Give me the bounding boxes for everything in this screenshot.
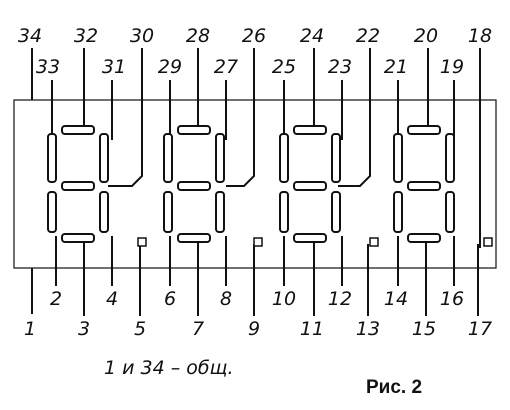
pin-label-27: 27 bbox=[214, 56, 238, 78]
bottom-pin-labels: 1 2 3 4 5 6 7 8 9 10 11 12 13 14 15 16 1… bbox=[24, 288, 492, 340]
pin-label-18: 18 bbox=[468, 25, 492, 47]
segment-b bbox=[445, 133, 455, 183]
lead-pin-30 bbox=[108, 48, 143, 187]
decimal-point bbox=[483, 237, 493, 247]
common-pins-caption: 1 и 34 – общ. bbox=[104, 357, 234, 379]
segment-f bbox=[279, 133, 289, 183]
pin-label-25: 25 bbox=[272, 56, 296, 78]
pin-label-3: 3 bbox=[78, 318, 90, 340]
segment-f bbox=[393, 133, 403, 183]
segment-b bbox=[331, 133, 341, 183]
digits bbox=[47, 125, 493, 247]
pin-label-9: 9 bbox=[248, 318, 260, 340]
segment-e bbox=[393, 191, 403, 233]
pin-label-34: 34 bbox=[18, 25, 42, 47]
segment-c bbox=[445, 191, 455, 233]
pin-label-12: 12 bbox=[328, 288, 352, 310]
pin-label-20: 20 bbox=[414, 25, 438, 47]
pin-label-31: 31 bbox=[102, 56, 126, 78]
pin-label-11: 11 bbox=[300, 318, 324, 340]
segment-c bbox=[215, 191, 225, 233]
segment-d bbox=[61, 233, 95, 243]
segment-a bbox=[61, 125, 95, 135]
pin-label-8: 8 bbox=[220, 288, 232, 310]
decimal-point bbox=[253, 237, 263, 247]
segment-b bbox=[215, 133, 225, 183]
segment-a bbox=[407, 125, 441, 135]
pin-label-17: 17 bbox=[468, 318, 492, 340]
pin-label-19: 19 bbox=[440, 56, 464, 78]
segment-f bbox=[47, 133, 57, 183]
pin-label-29: 29 bbox=[158, 56, 182, 78]
digit-3 bbox=[279, 125, 379, 247]
pin-label-6: 6 bbox=[164, 288, 176, 310]
pin-label-14: 14 bbox=[384, 288, 408, 310]
segment-d bbox=[407, 233, 441, 243]
pin-label-32: 32 bbox=[74, 25, 98, 47]
pin-label-23: 23 bbox=[328, 56, 352, 78]
pin-label-15: 15 bbox=[412, 318, 436, 340]
segment-b bbox=[99, 133, 109, 183]
segment-a bbox=[293, 125, 327, 135]
segment-a bbox=[177, 125, 211, 135]
decimal-point bbox=[369, 237, 379, 247]
segment-c bbox=[99, 191, 109, 233]
pin-label-7: 7 bbox=[192, 318, 204, 340]
segment-g bbox=[293, 181, 327, 191]
digit-1 bbox=[47, 125, 147, 247]
pin-label-24: 24 bbox=[300, 25, 324, 47]
pin-label-5: 5 bbox=[134, 318, 146, 340]
pin-label-10: 10 bbox=[272, 288, 296, 310]
segment-d bbox=[293, 233, 327, 243]
pin-label-1: 1 bbox=[24, 318, 36, 340]
top-pin-labels: 34 33 32 31 30 29 28 27 26 25 24 23 22 2… bbox=[18, 25, 492, 78]
digit-2 bbox=[163, 125, 263, 247]
pin-label-4: 4 bbox=[106, 288, 118, 310]
pin-label-16: 16 bbox=[440, 288, 464, 310]
figure-label: Рис. 2 bbox=[366, 377, 422, 398]
pin-label-22: 22 bbox=[356, 25, 380, 47]
segment-d bbox=[177, 233, 211, 243]
segment-g bbox=[61, 181, 95, 191]
segment-g bbox=[177, 181, 211, 191]
lead-pin-22 bbox=[338, 48, 371, 187]
segment-e bbox=[163, 191, 173, 233]
decimal-point bbox=[137, 237, 147, 247]
segment-g bbox=[407, 181, 441, 191]
pin-label-33: 33 bbox=[36, 56, 60, 78]
segment-f bbox=[163, 133, 173, 183]
segment-e bbox=[279, 191, 289, 233]
pin-label-13: 13 bbox=[356, 318, 380, 340]
pin-label-28: 28 bbox=[186, 25, 210, 47]
lead-pin-26 bbox=[226, 48, 255, 187]
pin-label-26: 26 bbox=[242, 25, 266, 47]
segment-c bbox=[331, 191, 341, 233]
pin-label-2: 2 bbox=[50, 288, 62, 310]
pin-leads bbox=[31, 48, 481, 316]
pin-label-21: 21 bbox=[384, 56, 408, 78]
pin-label-30: 30 bbox=[130, 25, 154, 47]
digit-4 bbox=[393, 125, 493, 247]
segment-e bbox=[47, 191, 57, 233]
